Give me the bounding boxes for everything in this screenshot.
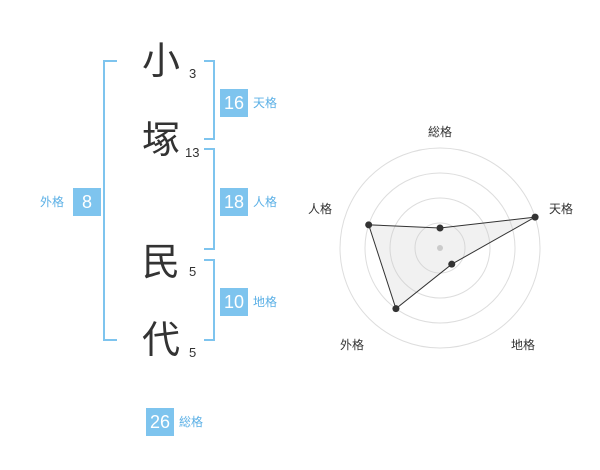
radar-label-soukaku: 総格 [428,125,453,139]
radar-point-3 [448,260,456,268]
tenkaku-bracket [204,60,215,140]
chikaku-label: 地格 [253,295,278,309]
radar-label-chikaku: 地格 [511,338,536,352]
gaikaku-value: 8 [73,188,101,216]
stroke-count-4: 5 [189,345,197,360]
stroke-count-1: 3 [189,66,197,81]
radar-point-5 [365,221,373,229]
radar-point-1 [436,224,444,232]
tenkaku-value: 16 [220,89,248,117]
radar-center-dot [437,245,443,251]
name-char-1: 小 [142,39,181,83]
jinkaku-value: 18 [220,188,248,216]
radar-label-tenkaku: 天格 [549,202,574,216]
radar-grid-ring [389,197,491,299]
chikaku-bracket [204,259,215,341]
stroke-count-2: 13 [185,145,200,160]
radar-point-4 [392,305,400,313]
soukaku-label: 総格 [179,415,204,429]
radar-point-2 [531,213,539,221]
radar-grid-ring [339,147,541,349]
jinkaku-bracket [204,148,215,250]
gaikaku-bracket [103,60,117,341]
radar-label-jinkaku: 人格 [308,202,333,216]
soukaku-value: 26 [146,408,174,436]
tenkaku-label: 天格 [253,96,278,110]
chikaku-value: 10 [220,288,248,316]
radar-label-gaikaku: 外格 [340,338,365,352]
radar-grid-ring [364,172,516,324]
jinkaku-label: 人格 [253,195,278,209]
name-char-4: 代 [142,318,181,362]
name-char-2: 塚 [142,118,181,162]
name-char-3: 民 [142,240,181,284]
stroke-count-3: 5 [189,264,197,279]
gaikaku-label: 外格 [40,195,65,209]
